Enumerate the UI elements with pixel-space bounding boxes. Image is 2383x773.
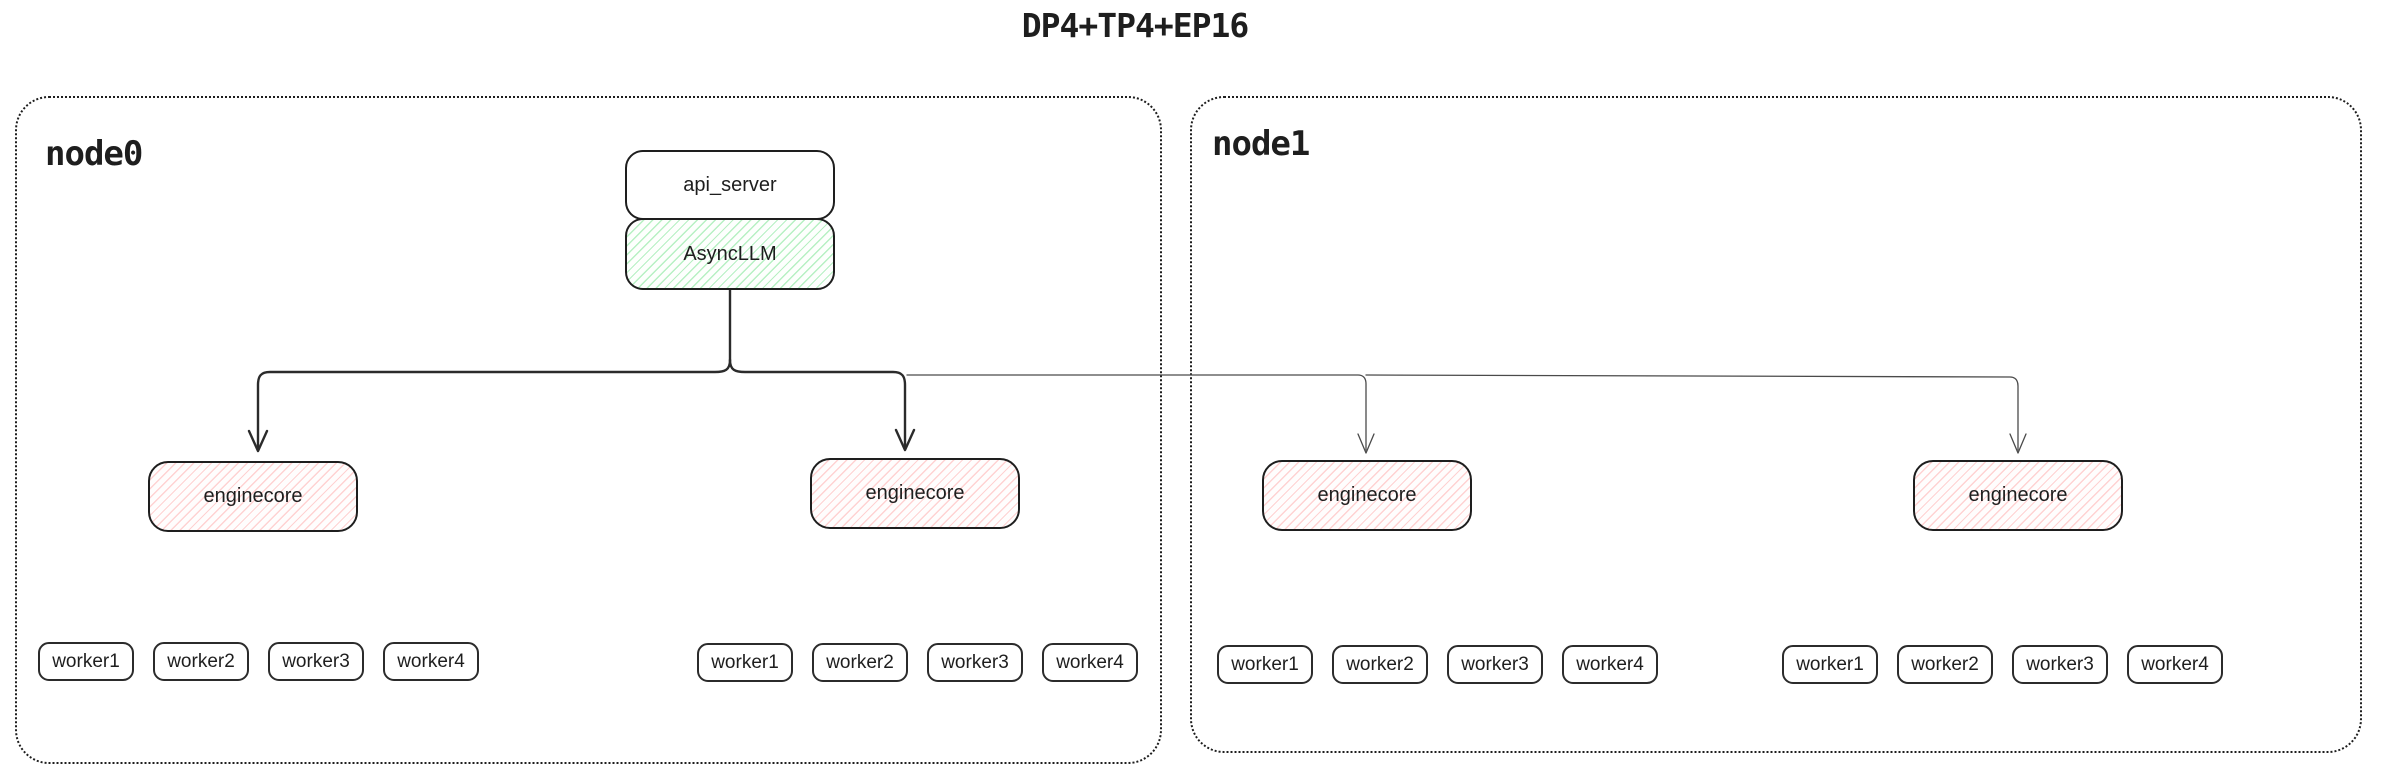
asyncllm-label: AsyncLLM bbox=[683, 242, 777, 265]
worker-label: worker3 bbox=[2026, 653, 2094, 675]
worker-box: worker1 bbox=[38, 642, 134, 681]
worker-box: worker3 bbox=[2012, 645, 2108, 684]
enginecore-label: enginecore bbox=[865, 482, 965, 504]
worker-group-2: worker1 worker2 worker3 worker4 bbox=[697, 643, 1138, 682]
api-server-label: api_server bbox=[683, 173, 777, 196]
edge-to-enginecore-2 bbox=[728, 358, 907, 448]
enginecore-box-1: enginecore bbox=[148, 461, 358, 532]
node1-label: node1 bbox=[1212, 124, 1310, 164]
worker-box: worker2 bbox=[153, 642, 249, 681]
worker-box: worker1 bbox=[1782, 645, 1878, 684]
worker-label: worker3 bbox=[941, 651, 1009, 673]
worker-group-4: worker1 worker2 worker3 worker4 bbox=[1782, 645, 2223, 684]
worker-group-3: worker1 worker2 worker3 worker4 bbox=[1217, 645, 1658, 684]
worker-label: worker1 bbox=[52, 650, 120, 672]
page-title: DP4+TP4+EP16 bbox=[1021, 6, 1249, 45]
edge-to-enginecore-1 bbox=[256, 358, 732, 449]
worker-box: worker3 bbox=[927, 643, 1023, 682]
worker-label: worker2 bbox=[826, 651, 894, 673]
worker-label: worker2 bbox=[1346, 653, 1414, 675]
worker-box: worker3 bbox=[1447, 645, 1543, 684]
worker-label: worker4 bbox=[397, 650, 465, 672]
enginecore-box-3: enginecore bbox=[1262, 460, 1472, 531]
arrowhead-enginecore-3 bbox=[1357, 433, 1375, 454]
node0-label: node0 bbox=[45, 134, 143, 174]
arrowhead-enginecore-1 bbox=[247, 429, 269, 453]
enginecore-label: enginecore bbox=[1317, 484, 1417, 506]
enginecore-label: enginecore bbox=[203, 485, 303, 507]
worker-label: worker2 bbox=[1911, 653, 1979, 675]
worker-box: worker2 bbox=[1897, 645, 1993, 684]
worker-group-1: worker1 worker2 worker3 worker4 bbox=[38, 642, 479, 681]
worker-label: worker2 bbox=[167, 650, 235, 672]
worker-box: worker4 bbox=[383, 642, 479, 681]
arrowhead-enginecore-2 bbox=[894, 428, 916, 452]
worker-label: worker4 bbox=[1576, 653, 1644, 675]
worker-box: worker4 bbox=[1562, 645, 1658, 684]
worker-box: worker4 bbox=[2127, 645, 2223, 684]
node0-container bbox=[15, 96, 1162, 764]
api-server-box: api_server bbox=[625, 150, 835, 220]
worker-label: worker1 bbox=[1231, 653, 1299, 675]
worker-box: worker2 bbox=[812, 643, 908, 682]
worker-box: worker1 bbox=[1217, 645, 1313, 684]
worker-box: worker3 bbox=[268, 642, 364, 681]
enginecore-box-2: enginecore bbox=[810, 458, 1020, 529]
worker-label: worker3 bbox=[282, 650, 350, 672]
worker-label: worker4 bbox=[2141, 653, 2209, 675]
edge-to-enginecore-4 bbox=[1365, 374, 2019, 451]
worker-box: worker4 bbox=[1042, 643, 1138, 682]
worker-box: worker1 bbox=[697, 643, 793, 682]
worker-label: worker1 bbox=[1796, 653, 1864, 675]
arrowhead-enginecore-4 bbox=[2009, 433, 2027, 454]
worker-label: worker4 bbox=[1056, 651, 1124, 673]
worker-label: worker3 bbox=[1461, 653, 1529, 675]
enginecore-box-4: enginecore bbox=[1913, 460, 2123, 531]
enginecore-label: enginecore bbox=[1968, 484, 2068, 506]
asyncllm-box: AsyncLLM bbox=[625, 218, 835, 290]
node1-container bbox=[1190, 96, 2362, 753]
worker-box: worker2 bbox=[1332, 645, 1428, 684]
worker-label: worker1 bbox=[711, 651, 779, 673]
edge-to-enginecore-3 bbox=[906, 374, 1367, 451]
